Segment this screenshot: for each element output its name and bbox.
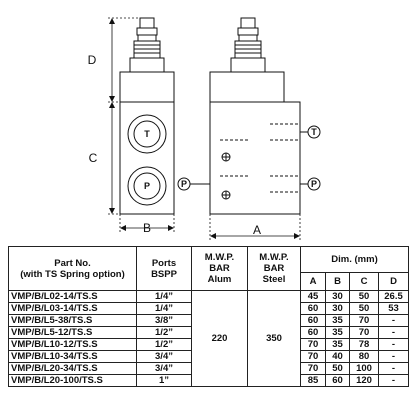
dim-b-cell: 60 <box>325 374 350 387</box>
port-cell: 1” <box>136 374 192 387</box>
header-dim-a: A <box>300 272 326 291</box>
dimension-lines-left <box>108 17 175 232</box>
dim-c-cell: 100 <box>349 362 379 375</box>
side-view <box>177 17 321 215</box>
port-cell: 1/4” <box>136 302 192 315</box>
dim-c-cell: 80 <box>349 350 379 363</box>
front-view <box>119 17 175 215</box>
table-row: VMP/B/L5-38/TS.S 3/8” 60 35 70 - <box>8 314 410 327</box>
part-number-cell: VMP/B/L5-38/TS.S <box>8 314 137 327</box>
table-row: VMP/B/L20-34/TS.S 3/4” 70 50 100 - <box>8 362 410 375</box>
dim-d-cell: 53 <box>377 302 410 315</box>
dim-d-cell: - <box>377 326 410 339</box>
header-dim-d: D <box>377 272 410 291</box>
header-mwp-steel: M.W.P. BAR Steel <box>247 246 301 291</box>
dim-label-a: A <box>253 223 261 237</box>
dim-d-cell: - <box>377 314 410 327</box>
part-number-cell: VMP/B/L02-14/TS.S <box>8 290 137 303</box>
table-row: VMP/B/L10-12/TS.S 1/2” 70 35 78 - <box>8 338 410 351</box>
part-number-cell: VMP/B/L10-34/TS.S <box>8 350 137 363</box>
dim-label-d: D <box>88 53 97 67</box>
table-row: VMP/B/L20-100/TS.S 1” 85 60 120 - <box>8 374 410 387</box>
port-cell: 3/4” <box>136 362 192 375</box>
header-part-no-line1: Part No. <box>54 257 91 269</box>
dim-a-cell: 70 <box>300 338 326 351</box>
dim-a-cell: 60 <box>300 302 326 315</box>
dim-d-cell: 26.5 <box>377 290 410 303</box>
header-mwp-alum-line3: Alum <box>207 274 232 285</box>
dim-b-cell: 30 <box>325 302 350 315</box>
dim-a-cell: 70 <box>300 350 326 363</box>
port-cell: 1/2” <box>136 338 192 351</box>
header-part-no-line2: (with TS Spring option) <box>20 268 125 280</box>
header-ports: Ports BSPP <box>136 246 192 291</box>
dim-b-cell: 35 <box>325 326 350 339</box>
dim-c-cell: 50 <box>349 302 379 315</box>
header-dim-b: B <box>325 272 350 291</box>
header-mwp-alum: M.W.P. BAR Alum <box>191 246 248 291</box>
header-mwp-alum-line1: M.W.P. <box>204 252 235 263</box>
header-dim: Dim. (mm) <box>299 246 410 273</box>
port-cell: 3/8” <box>136 314 192 327</box>
port-label-p-front: P <box>144 181 150 191</box>
dim-c-cell: 78 <box>349 338 379 351</box>
dim-d-cell: - <box>377 374 410 387</box>
header-mwp-steel-line3: Steel <box>262 274 286 285</box>
header-ports-line2: BSPP <box>151 268 177 280</box>
port-cell: 1/2” <box>136 326 192 339</box>
part-number-cell: VMP/B/L03-14/TS.S <box>8 302 137 315</box>
table-row: VMP/B/L02-14/TS.S 1/4” 220 350 45 30 50 … <box>8 290 410 387</box>
header-mwp-steel-line1: M.W.P. <box>259 252 289 263</box>
part-number-cell: VMP/B/L20-34/TS.S <box>8 362 137 375</box>
dim-label-b: B <box>143 221 151 235</box>
dim-d-cell: - <box>377 362 410 375</box>
mwp-alum-cell: 220 <box>191 290 248 387</box>
valve-technical-drawing: T P D C B <box>88 17 321 240</box>
dim-a-cell: 45 <box>300 290 326 303</box>
port-label-t-side: T <box>311 127 317 137</box>
part-number-cell: VMP/B/L20-100/TS.S <box>8 374 137 387</box>
dim-label-c: C <box>89 151 98 165</box>
dim-b-cell: 35 <box>325 338 350 351</box>
port-label-p-side-right: P <box>311 179 317 189</box>
dim-a-cell: 60 <box>300 314 326 327</box>
header-mwp-steel-line2: BAR <box>263 263 285 274</box>
dim-b-cell: 50 <box>325 362 350 375</box>
header-ports-line1: Ports <box>151 257 177 269</box>
header-mwp-alum-line2: BAR <box>209 263 230 274</box>
dim-d-cell: - <box>377 338 410 351</box>
dim-c-cell: 120 <box>349 374 379 387</box>
port-cell: 1/4” <box>136 290 192 303</box>
part-number-cell: VMP/B/L10-12/TS.S <box>8 338 137 351</box>
dim-c-cell: 70 <box>349 314 379 327</box>
header-part-no: Part No. (with TS Spring option) <box>8 246 137 291</box>
mwp-steel-cell: 350 <box>247 290 301 387</box>
dim-a-cell: 85 <box>300 374 326 387</box>
dim-b-cell: 35 <box>325 314 350 327</box>
dim-b-cell: 40 <box>325 350 350 363</box>
part-number-cell: VMP/B/L5-12/TS.S <box>8 326 137 339</box>
header-dim-c: C <box>349 272 379 291</box>
dim-c-cell: 70 <box>349 326 379 339</box>
specification-table: Part No. (with TS Spring option) Ports B… <box>8 246 410 387</box>
dim-c-cell: 50 <box>349 290 379 303</box>
port-cell: 3/4” <box>136 350 192 363</box>
dim-d-cell: - <box>377 350 410 363</box>
dim-b-cell: 30 <box>325 290 350 303</box>
port-label-p-side-left: P <box>181 179 187 189</box>
port-label-t-front: T <box>144 129 150 139</box>
dim-a-cell: 70 <box>300 362 326 375</box>
dim-a-cell: 60 <box>300 326 326 339</box>
